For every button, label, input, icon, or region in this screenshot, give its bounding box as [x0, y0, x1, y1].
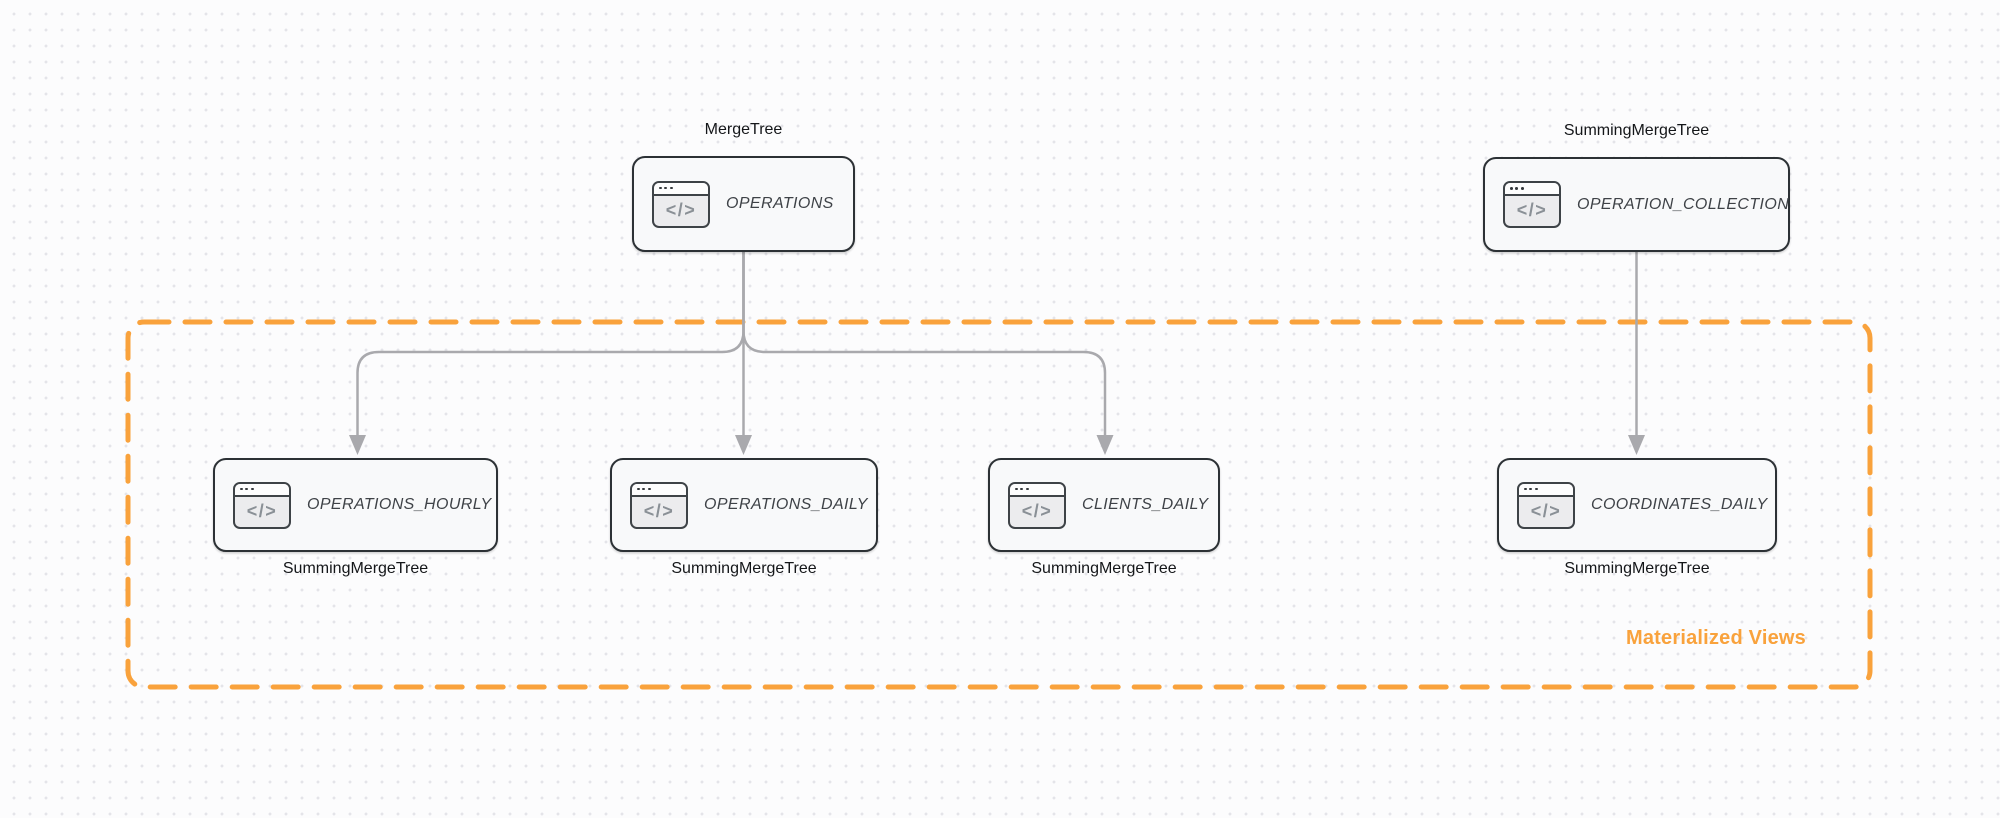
code-glyph: </> — [1021, 500, 1053, 521]
arrowhead-icon — [735, 435, 752, 455]
node-operations-daily[interactable]: </> OPERATIONS_DAILY — [610, 458, 878, 552]
engine-label: SummingMergeTree — [671, 560, 817, 577]
code-window-icon: </> — [1503, 181, 1561, 228]
node-operation-collection[interactable]: </> OPERATION_COLLECTION — [1483, 157, 1790, 252]
window-dots — [1505, 183, 1559, 196]
engine-label: MergeTree — [704, 121, 783, 138]
code-glyph: </> — [643, 500, 675, 521]
engine-label: SummingMergeTree — [1563, 122, 1710, 139]
window-dots — [1519, 483, 1573, 497]
node-title: OPERATIONS_HOURLY — [307, 496, 492, 513]
node-title: OPERATION_COLLECTION — [1577, 195, 1790, 213]
code-window-icon: </> — [233, 481, 291, 529]
window-dots — [632, 483, 686, 497]
code-window-icon: </> — [630, 481, 688, 529]
node-operations-hourly[interactable]: </> OPERATIONS_HOURLY — [213, 458, 498, 552]
node-title: OPERATIONS — [726, 195, 834, 212]
window-dots — [654, 182, 708, 196]
code-glyph: </> — [1530, 500, 1562, 521]
code-window-icon: </> — [1008, 481, 1066, 529]
node-title: COORDINATES_DAILY — [1591, 496, 1768, 513]
node-clients-daily[interactable]: </> CLIENTS_DAILY — [988, 458, 1220, 552]
code-glyph: </> — [1516, 200, 1548, 220]
materialized-views-label: Materialized Views — [1626, 627, 1806, 649]
code-window-icon: </> — [652, 180, 710, 228]
edge-operations-to-clients-daily[interactable] — [742, 252, 1107, 437]
node-operations[interactable]: </> OPERATIONS — [632, 156, 855, 252]
arrowhead-icon — [349, 435, 366, 455]
window-dots — [235, 483, 289, 497]
materialized-views-group-border[interactable] — [125, 319, 1873, 690]
code-glyph: </> — [665, 199, 697, 220]
edge-operations-to-operations-hourly[interactable] — [356, 252, 745, 437]
engine-label: SummingMergeTree — [1564, 560, 1710, 577]
engine-label: SummingMergeTree — [1031, 560, 1177, 577]
code-window-icon: </> — [1517, 481, 1575, 529]
engine-label: SummingMergeTree — [282, 560, 429, 577]
arrowhead-icon — [1628, 435, 1645, 455]
node-coordinates-daily[interactable]: </> COORDINATES_DAILY — [1497, 458, 1777, 552]
window-dots — [1010, 483, 1064, 497]
code-glyph: </> — [246, 500, 278, 521]
arrowhead-icon — [1096, 435, 1114, 455]
node-title: OPERATIONS_DAILY — [704, 496, 868, 513]
node-title: CLIENTS_DAILY — [1082, 496, 1209, 513]
